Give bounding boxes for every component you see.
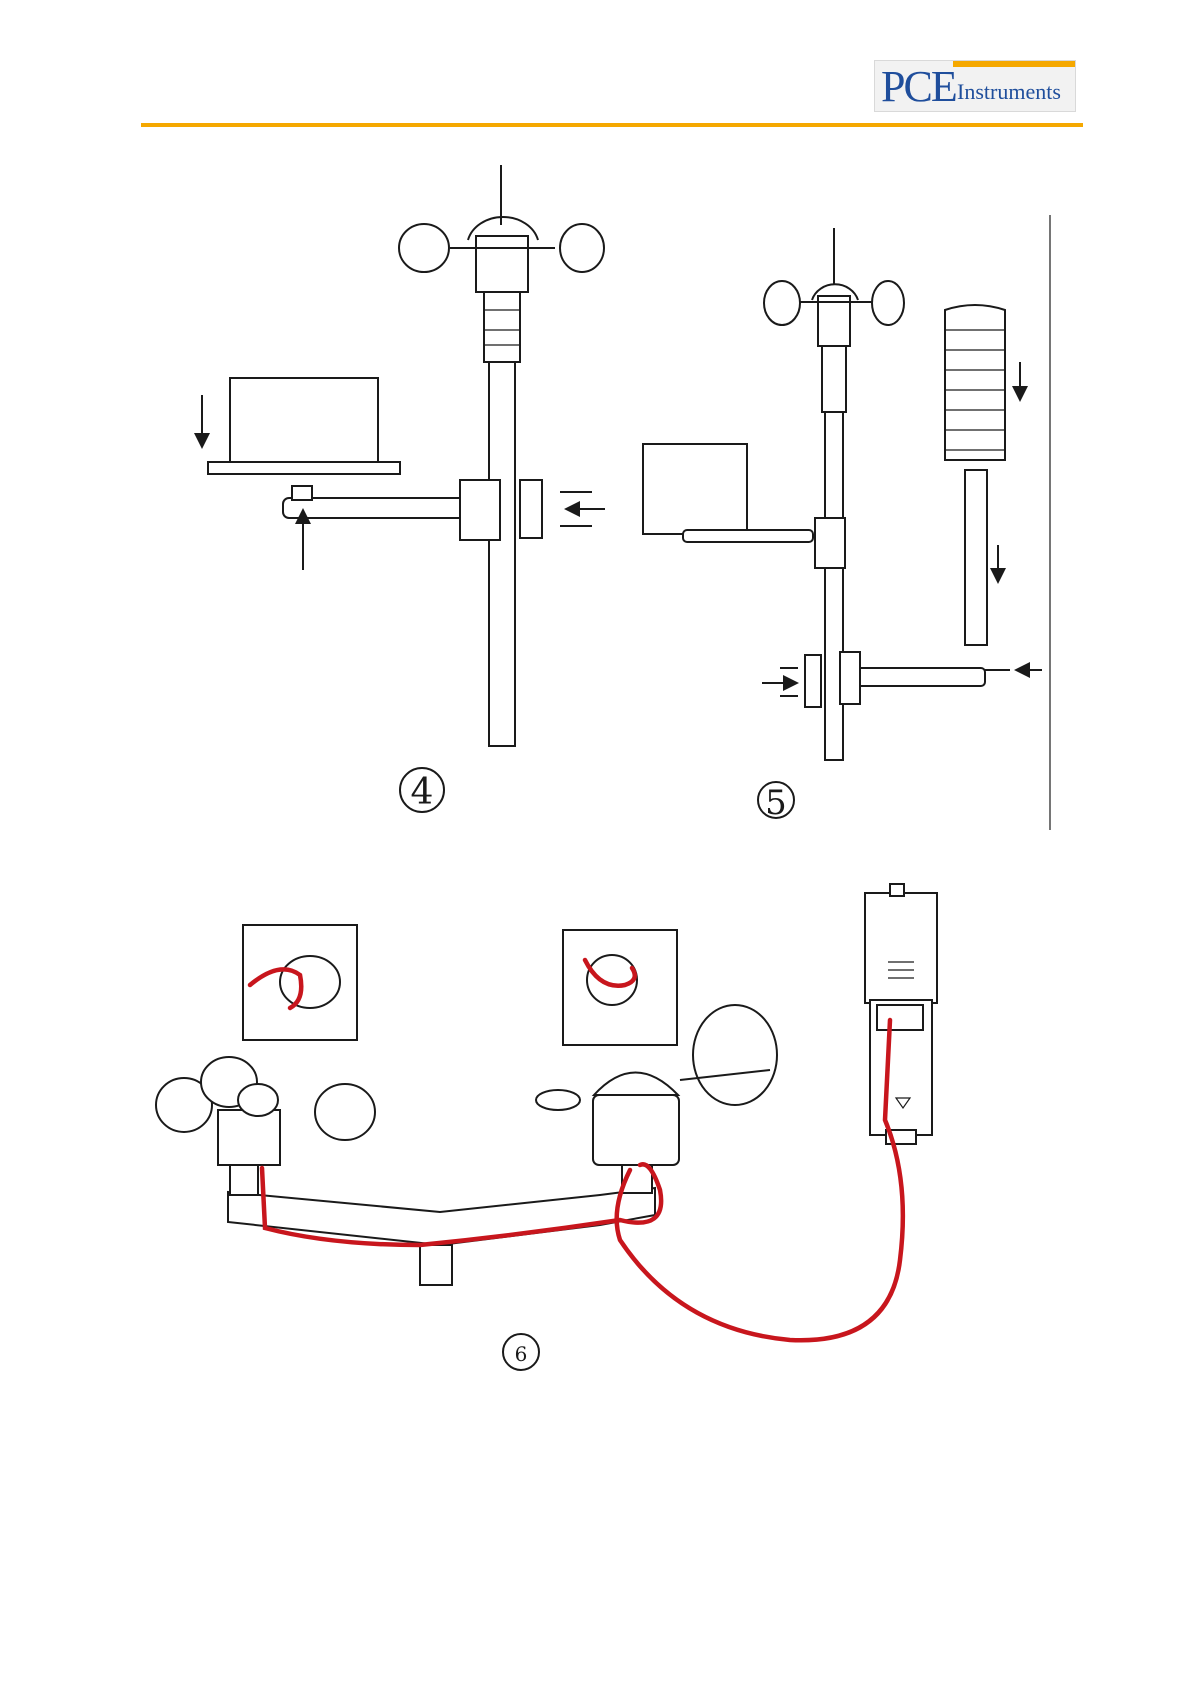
wind-vane-dome	[594, 1073, 678, 1096]
mast-coupler	[822, 346, 846, 412]
u-clamp	[520, 480, 542, 538]
sensor-housing	[230, 378, 378, 462]
cable-ports	[877, 1005, 923, 1030]
sensor-rod	[965, 470, 987, 645]
step-label-5: 5	[765, 783, 787, 823]
mounting-arm-upper	[683, 530, 813, 542]
wind-cup-right	[872, 281, 904, 325]
wind-cup	[315, 1084, 375, 1140]
arm-bracket-upper	[815, 518, 845, 568]
rain-gauge	[643, 444, 747, 534]
anemometer-body	[476, 236, 528, 292]
wind-vane-body	[593, 1095, 679, 1165]
step-label-6: 6	[515, 1342, 528, 1366]
wind-cup	[238, 1084, 278, 1116]
wind-sensor-body	[218, 1110, 280, 1165]
u-clamp	[805, 655, 821, 707]
transmitter-unit	[865, 893, 937, 1003]
arm-bracket-lower	[840, 652, 860, 704]
step-label-4: 4	[411, 772, 434, 813]
mast-mount	[420, 1245, 452, 1285]
arm-bracket	[460, 480, 500, 540]
anemometer-body	[818, 296, 850, 346]
mounting-arm-lower	[845, 668, 985, 686]
wind-vane-tail	[693, 1005, 777, 1105]
figure-step-4: 4	[202, 165, 605, 813]
radiation-shield	[945, 305, 1005, 460]
wind-vane-nose	[536, 1090, 580, 1110]
wind-cup-right	[560, 224, 604, 272]
mast-coupler	[484, 292, 520, 362]
housing-base	[208, 462, 400, 474]
mast	[825, 410, 843, 760]
figure-step-5: 5	[643, 228, 1042, 823]
cross-arm	[228, 1188, 655, 1245]
mast	[489, 360, 515, 746]
wind-cup-left	[399, 224, 449, 272]
figure-step-6: 6	[156, 884, 937, 1370]
wind-cup-left	[764, 281, 800, 325]
